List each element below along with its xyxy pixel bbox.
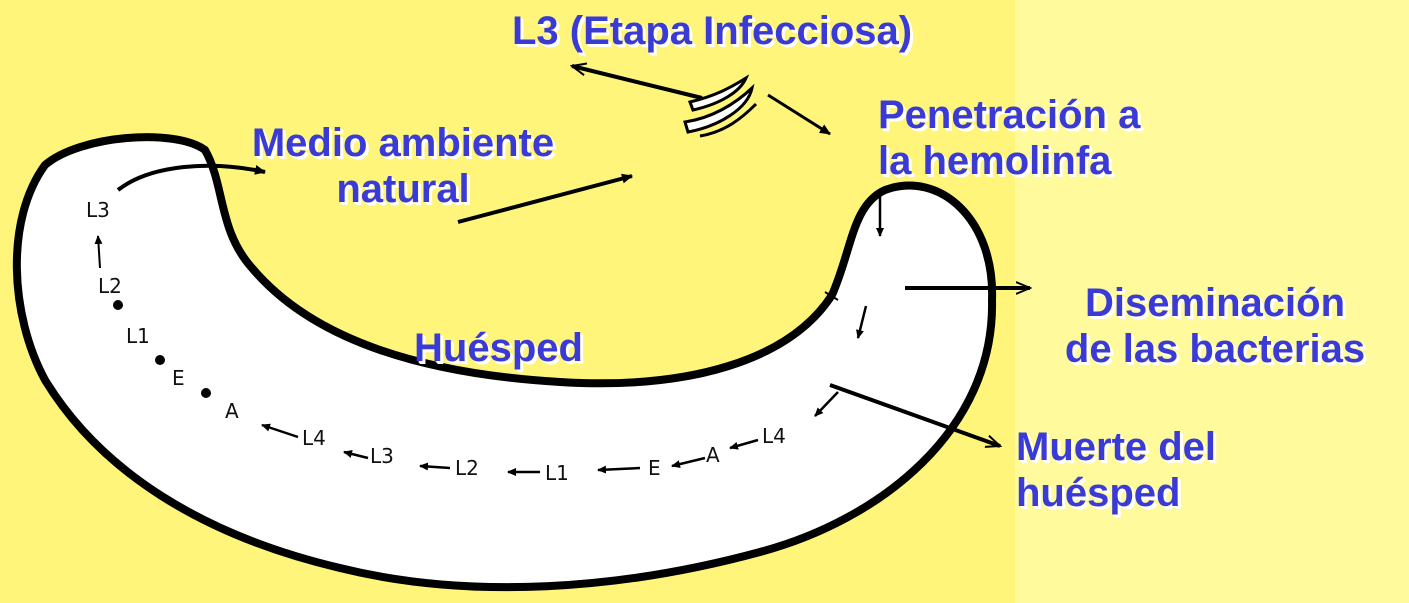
cycle-label: E bbox=[648, 456, 661, 480]
environment-label-line2: natural bbox=[218, 166, 588, 212]
penetration-label-line1: Penetración a bbox=[878, 92, 1140, 138]
cycle-label: L1 bbox=[545, 461, 569, 485]
cycle-label: A bbox=[706, 443, 720, 467]
environment-label: Medio ambiente natural bbox=[218, 120, 588, 212]
dissemination-label-line2: de las bacterias bbox=[1030, 326, 1400, 372]
cycle-label: L4 bbox=[302, 426, 326, 450]
cycle-label: L2 bbox=[98, 274, 122, 298]
cycle-label: L4 bbox=[762, 424, 786, 448]
host-label: Huésped bbox=[414, 325, 583, 371]
cycle-label: L1 bbox=[126, 324, 150, 348]
cycle-label: L3 bbox=[86, 198, 110, 222]
death-label-line2: huésped bbox=[1016, 470, 1216, 516]
title-label: L3 (Etapa Infecciosa) bbox=[512, 8, 912, 54]
arrow-to-penetration bbox=[768, 95, 830, 134]
cycle-label: L2 bbox=[455, 456, 479, 480]
dissemination-label-line1: Diseminación bbox=[1030, 280, 1400, 326]
cycle-label: A bbox=[225, 399, 239, 423]
cycle-label: L3 bbox=[370, 444, 394, 468]
penetration-label-line2: la hemolinfa bbox=[878, 138, 1140, 184]
environment-label-line1: Medio ambiente bbox=[218, 120, 588, 166]
dissemination-label: Diseminación de las bacterias bbox=[1030, 280, 1400, 372]
death-label-line1: Muerte del bbox=[1016, 424, 1216, 470]
death-label: Muerte del huésped bbox=[1016, 424, 1216, 516]
penetration-label: Penetración a la hemolinfa bbox=[878, 92, 1140, 184]
cycle-label: E bbox=[172, 366, 185, 390]
larvae-icon bbox=[685, 78, 756, 136]
arrow-to-title bbox=[572, 66, 702, 98]
